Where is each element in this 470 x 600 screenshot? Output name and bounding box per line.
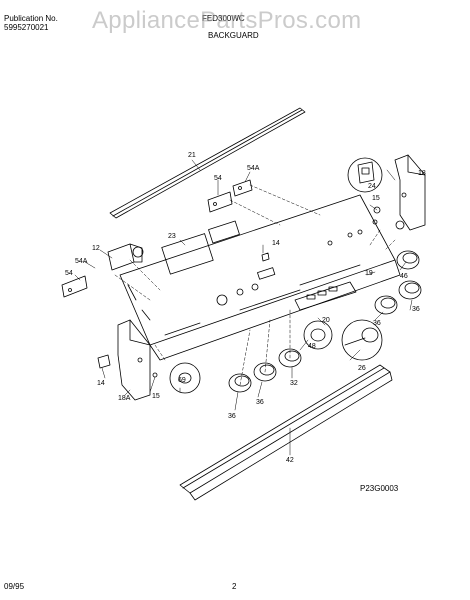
callout-label: 42 (286, 457, 294, 464)
model-number: FED300WC (202, 14, 245, 23)
backguard-panel (119, 194, 401, 361)
watermark: AppliancePartsPros.com (92, 7, 362, 34)
callout-label: 54 (214, 175, 222, 182)
callout-label: 23 (168, 233, 176, 240)
bracket-clip (395, 220, 405, 230)
section-title: BACKGUARD (208, 31, 259, 40)
publication-label: Publication No. (4, 14, 58, 23)
drawing-code: P23G0003 (360, 484, 399, 493)
knob (374, 295, 398, 315)
callout-label: 32 (290, 380, 298, 387)
callout-label: 14 (272, 240, 280, 247)
callout-label: 12 (92, 245, 100, 252)
callout-label: 69 (178, 377, 186, 384)
publication-number: 5995270021 (4, 23, 49, 32)
callout-label: 36 (373, 320, 381, 327)
shaft-detail-circle (169, 362, 201, 394)
page-number: 2 (232, 582, 237, 591)
callout-label: 15 (372, 195, 380, 202)
callout-label: 54A (247, 165, 260, 172)
upper-switch-bracket (207, 179, 253, 213)
callout-label: 15 (152, 393, 160, 400)
small-clip (97, 354, 111, 369)
right-end-bracket (394, 154, 426, 231)
callout-label: 26 (358, 365, 366, 372)
callout-label: 19 (365, 270, 373, 277)
left-switch-assembly (61, 243, 144, 298)
knob (253, 362, 277, 382)
callout-label: 21 (188, 152, 196, 159)
alignment-lines (114, 184, 396, 386)
shaft-detail-circle (341, 319, 383, 361)
knob (278, 348, 302, 368)
callout-label: 20 (322, 317, 330, 324)
callout-label: 36 (412, 306, 420, 313)
clip-detail-circle (347, 157, 383, 193)
callout-label: 18 (418, 170, 426, 177)
callout-label: 48 (308, 343, 316, 350)
leader-lines (74, 159, 413, 456)
callout-label: 24 (368, 183, 376, 190)
callout-label: 54 (65, 270, 73, 277)
callout-label: 36 (256, 399, 264, 406)
bottom-trim-strip (179, 364, 393, 501)
knob (228, 373, 252, 393)
callout-label: 46 (400, 273, 408, 280)
top-trim-strip (109, 107, 306, 219)
callout-label: 14 (97, 380, 105, 387)
bracket-clip (373, 206, 381, 214)
callout-label: 18A (118, 395, 131, 402)
bracket-clip (152, 372, 158, 378)
callout-label: 54A (75, 258, 88, 265)
clock-module (294, 281, 357, 311)
knob (396, 250, 420, 270)
footer-date: 09/95 (4, 582, 25, 591)
knob-detail-circle (303, 320, 333, 350)
callout-label: 36 (228, 413, 236, 420)
left-end-bracket (117, 319, 151, 401)
knob (398, 280, 422, 300)
small-clip (261, 252, 270, 262)
